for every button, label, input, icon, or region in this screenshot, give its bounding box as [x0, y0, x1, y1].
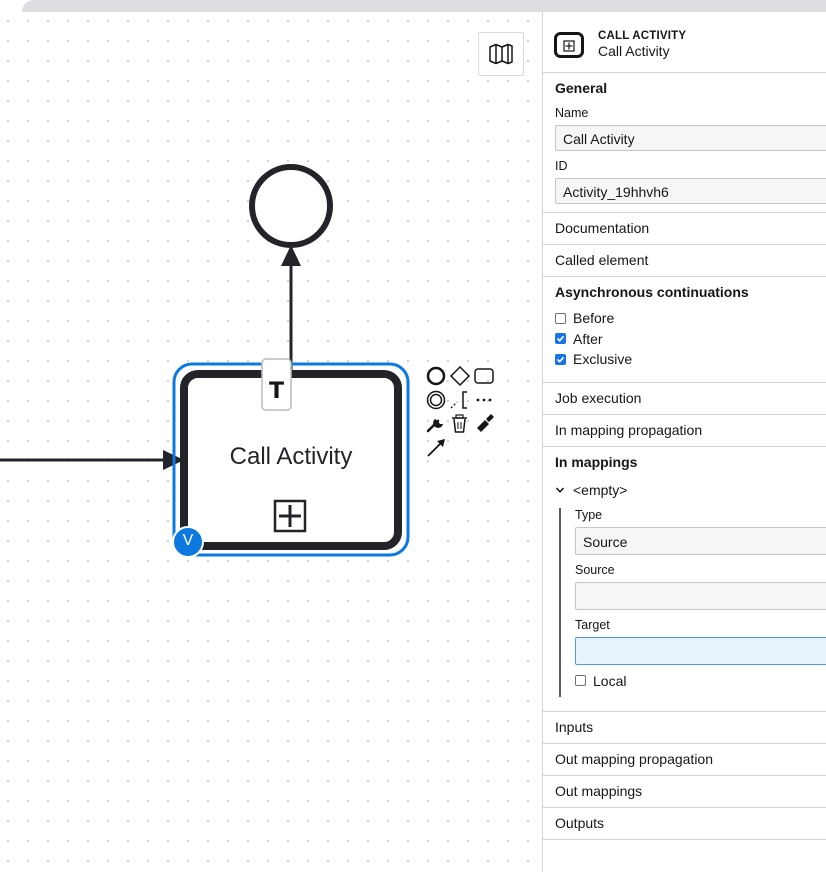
- group-out-mapping-propagation-header[interactable]: Out mapping propagation: [555, 751, 713, 767]
- mapping-item-header[interactable]: <empty>: [555, 478, 826, 502]
- validation-badge[interactable]: [172, 526, 204, 558]
- sequence-flow-incoming[interactable]: [0, 450, 184, 470]
- target-input[interactable]: [575, 636, 826, 665]
- after-checkbox[interactable]: [555, 333, 566, 345]
- element-type-label: CALL ACTIVITY: [598, 30, 687, 42]
- start-event-icon[interactable]: [426, 366, 446, 386]
- element-name-label: Call Activity: [598, 43, 670, 59]
- group-in-mapping-propagation-header[interactable]: In mapping propagation: [555, 421, 703, 438]
- local-checkbox[interactable]: [575, 675, 586, 687]
- gateway-icon[interactable]: [449, 365, 471, 387]
- group-documentation-header[interactable]: Documentation: [555, 220, 650, 236]
- id-label: ID: [555, 159, 568, 173]
- wrench-icon[interactable]: [426, 419, 443, 433]
- name-input[interactable]: Call Activity: [555, 125, 826, 151]
- name-label: Name: [555, 106, 589, 120]
- sequence-flow-to-end[interactable]: [281, 245, 301, 370]
- map-icon: [489, 43, 513, 65]
- bpmn-diagram: [0, 164, 494, 558]
- connect-arrow-icon[interactable]: [427, 439, 445, 457]
- chevron-down-icon: [555, 486, 565, 493]
- mapping-item-body: Type Source Source Target Local: [559, 507, 826, 697]
- exclusive-label: Exclusive: [573, 351, 633, 368]
- exclusive-checkbox-row[interactable]: Exclusive: [555, 349, 826, 370]
- call-activity-marker-icon: [273, 499, 307, 533]
- group-inputs-header[interactable]: Inputs: [555, 719, 594, 735]
- text-annotation-icon[interactable]: [450, 391, 467, 409]
- panel-header: CALL ACTIVITY Call Activity: [543, 12, 826, 73]
- group-async-header[interactable]: Asynchronous continuations: [555, 284, 749, 300]
- group-documentation[interactable]: Documentation: [543, 213, 826, 245]
- before-label: Before: [573, 310, 615, 327]
- exclusive-checkbox[interactable]: [555, 353, 566, 365]
- local-checkbox-row[interactable]: Local: [575, 671, 826, 692]
- type-label: Type: [575, 507, 603, 522]
- group-job-execution-header[interactable]: Job execution: [555, 389, 642, 406]
- id-input[interactable]: Activity_19hhvh6: [555, 178, 826, 204]
- color-brush-icon[interactable]: [477, 414, 494, 432]
- text-annotation-marker-label: T: [268, 379, 284, 404]
- group-general-header[interactable]: General: [555, 80, 608, 96]
- local-label: Local: [593, 672, 627, 689]
- after-label: After: [573, 330, 603, 347]
- validation-badge-label: V: [182, 532, 194, 549]
- group-in-mappings: In mappings <empty> Type Source Source T…: [543, 447, 826, 712]
- group-async-continuations: Asynchronous continuations Before After …: [543, 277, 826, 383]
- group-outputs-header[interactable]: Outputs: [555, 815, 605, 831]
- window-top-strip: [0, 0, 826, 12]
- group-in-mappings-header[interactable]: In mappings: [555, 453, 638, 470]
- properties-panel: CALL ACTIVITY Call Activity General Name…: [542, 12, 826, 872]
- check-icon: [556, 356, 565, 363]
- source-input[interactable]: [575, 581, 826, 610]
- before-checkbox-row[interactable]: Before: [555, 308, 826, 329]
- minimap-toggle-button[interactable]: [478, 32, 524, 76]
- check-icon: [556, 336, 565, 343]
- target-label: Target: [575, 617, 610, 632]
- end-event[interactable]: [249, 164, 333, 248]
- task-label: Call Activity: [229, 443, 353, 470]
- before-checkbox[interactable]: [555, 312, 566, 324]
- group-out-mappings[interactable]: Out mappings: [543, 776, 826, 808]
- type-select[interactable]: Source: [575, 526, 826, 555]
- intermediate-event-icon[interactable]: [426, 390, 446, 410]
- group-called-element[interactable]: Called element: [543, 245, 826, 277]
- trash-icon[interactable]: [452, 414, 467, 433]
- task-icon[interactable]: [474, 368, 494, 384]
- mapping-item-label: <empty>: [573, 481, 628, 498]
- more-icon[interactable]: [476, 398, 492, 402]
- diagram-canvas[interactable]: Call Activity T V: [0, 12, 542, 872]
- source-label: Source: [575, 562, 615, 577]
- group-inputs[interactable]: Inputs: [543, 712, 826, 744]
- group-in-mapping-propagation[interactable]: In mapping propagation: [543, 415, 826, 447]
- text-annotation-marker[interactable]: [261, 358, 292, 411]
- after-checkbox-row[interactable]: After: [555, 329, 826, 350]
- group-job-execution[interactable]: Job execution: [543, 383, 826, 415]
- group-general: General Name Call Activity ID Activity_1…: [543, 73, 826, 213]
- group-out-mapping-propagation[interactable]: Out mapping propagation: [543, 744, 826, 776]
- group-outputs[interactable]: Outputs: [543, 808, 826, 840]
- group-called-element-header[interactable]: Called element: [555, 252, 649, 268]
- call-activity-icon: [554, 32, 584, 58]
- group-out-mappings-header[interactable]: Out mappings: [555, 783, 643, 799]
